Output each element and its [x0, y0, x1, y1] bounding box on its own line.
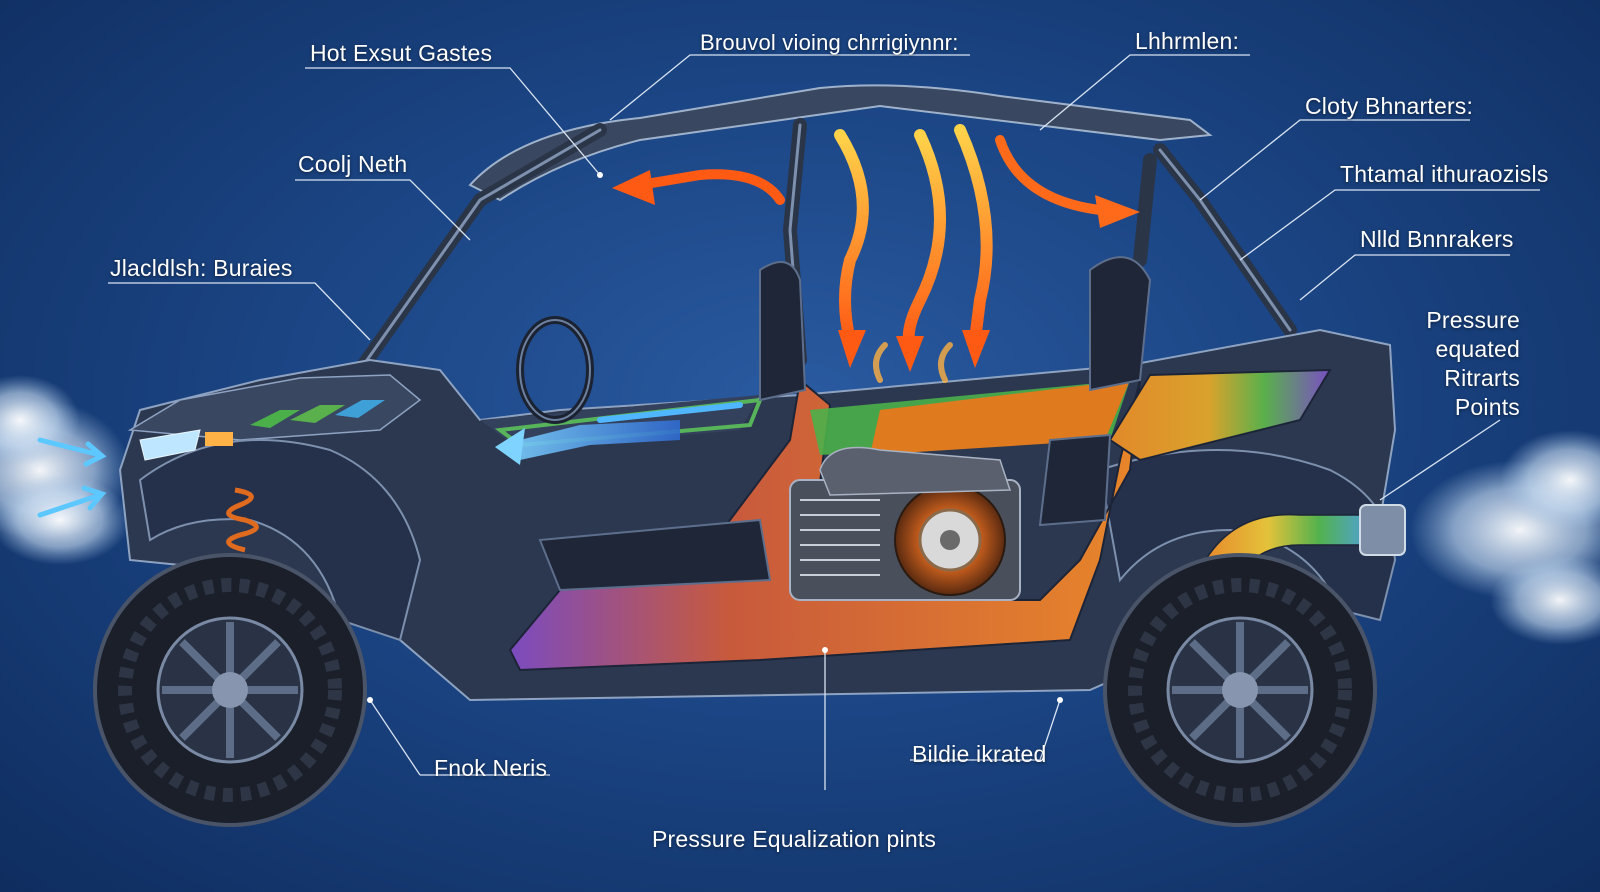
cool-air-arrow: [37, 437, 107, 518]
intake-air-cloud: [0, 375, 130, 565]
label-right-2: Thtamal ithuraozisls: [1340, 161, 1549, 187]
leader-dots: [367, 172, 1063, 703]
label-hot-exhaust-gases: Hot Exsut Gastes: [310, 40, 493, 66]
label-pressure-points: Pressure equated Ritrarts Points: [1350, 306, 1520, 422]
label-right-3: Nlld Bnnrakers: [1360, 226, 1514, 252]
rear-wheel: [1103, 553, 1377, 827]
roof: [468, 84, 1213, 202]
seat: [538, 256, 1152, 592]
steering-wheel: [516, 316, 594, 424]
engine: [789, 446, 1021, 601]
front-wheel: [93, 553, 367, 827]
label-left-2: Jlacldlsh: Buraies: [110, 255, 293, 281]
front-decal: [250, 400, 385, 428]
label-top-center: Brouvol vioing chrrigiynnr:: [700, 30, 959, 55]
leader-lines: [108, 54, 1540, 790]
label-right-1: Cloty Bhnarters:: [1305, 93, 1474, 119]
cool-air-arrow: [495, 420, 680, 465]
label-pressure-points-line-2: equated: [1435, 336, 1520, 362]
label-pressure-points-line-3: Ritrarts: [1444, 365, 1520, 391]
label-pressure-points-line-4: Points: [1454, 394, 1520, 420]
label-pressure-points-line-1: Pressure: [1426, 307, 1520, 333]
label-left-1: Coolj Neth: [298, 151, 408, 177]
heat-flow-arrow: [612, 124, 1140, 383]
label-top-right: Lhhrmlen:: [1135, 28, 1240, 54]
label-bottom-left: Fnok Neris: [434, 755, 548, 781]
exhaust-smoke-cloud: [1410, 430, 1600, 645]
suspension-spring: [226, 487, 259, 553]
label-bottom-center: Pressure Equalization pints: [652, 826, 937, 852]
label-bottom-right: Bildie ikrated: [912, 741, 1047, 767]
